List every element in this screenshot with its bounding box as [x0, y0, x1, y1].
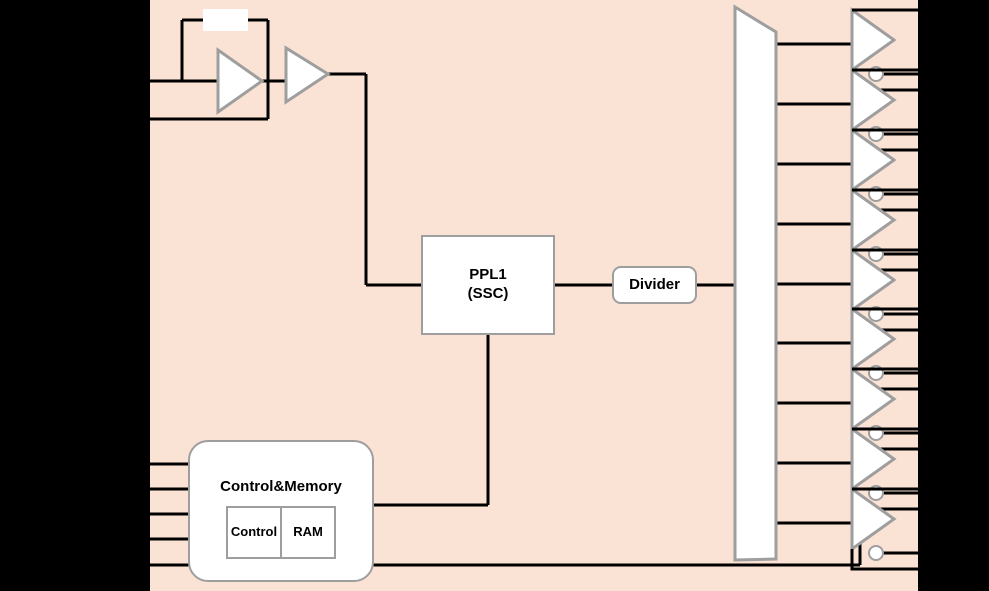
output-buffer-8[interactable] [850, 426, 918, 511]
resistor-symbol [203, 9, 248, 31]
buffer-triangle [850, 187, 897, 253]
pll-label-line2: (SSC) [467, 285, 509, 302]
control-memory-subblocks: Control RAM [226, 506, 336, 559]
pll-label-line1: PPL1 [469, 266, 507, 284]
control-subblock[interactable]: Control [226, 506, 282, 559]
buffer-triangle [850, 426, 897, 492]
buffer-triangle [850, 247, 897, 313]
buffer-triangle [850, 366, 897, 432]
control-memory-block[interactable]: Control&Memory Control RAM [188, 440, 374, 582]
ram-subblock[interactable]: RAM [282, 506, 336, 559]
buffer-triangle [850, 306, 897, 372]
control-memory-title: Control&Memory [220, 478, 342, 495]
buffer-amplifier [284, 45, 331, 105]
mux-block [733, 4, 778, 562]
ram-subblock-label: RAM [293, 524, 323, 540]
buffer-triangle [850, 67, 897, 133]
buffer-triangle [850, 7, 897, 73]
divider-block[interactable]: Divider [612, 266, 697, 304]
pll-block[interactable]: PPL1 (SSC) [421, 235, 555, 335]
divider-label: Divider [629, 275, 680, 293]
inverting-bubble-icon [868, 545, 884, 561]
buffer-return-stub [850, 549, 918, 571]
output-buffer-9[interactable] [850, 486, 918, 571]
oscillator-amplifier [216, 47, 265, 115]
buffer-triangle [850, 127, 897, 193]
output-buffer-6[interactable] [850, 306, 918, 391]
buffer-triangle [850, 486, 897, 552]
control-subblock-label: Control [230, 524, 278, 540]
